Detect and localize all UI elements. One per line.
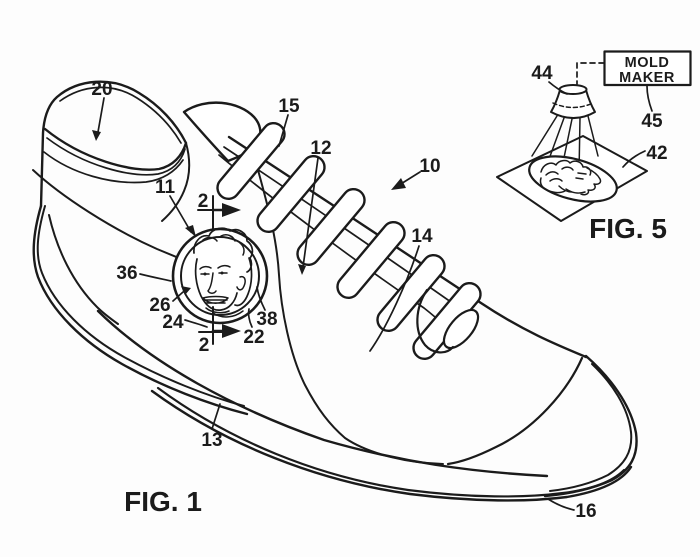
lace-loop-1 (216, 121, 286, 201)
leader-lines (97, 97, 575, 511)
medallion-inner-ring (180, 236, 260, 316)
lace-loop-4 (336, 220, 406, 300)
fig5-caption: FIG. 5 (589, 213, 667, 244)
ref-label-38: 38 (256, 309, 277, 330)
collar-outline (39, 80, 188, 208)
toe-silhouette (543, 354, 638, 498)
face-image-oval (528, 155, 618, 203)
fig5-leader-lines (548, 81, 653, 168)
section-arrow-top (222, 203, 241, 217)
heel-seams (36, 205, 245, 407)
medallion-outer-ring (171, 227, 269, 325)
ref-label-13: 13 (201, 430, 222, 451)
toe-cap-seam (446, 356, 584, 466)
section-label-bottom: 2 (199, 335, 210, 356)
mold-maker-label-line2: MAKER (619, 70, 675, 86)
mold-maker-box: MOLD MAKER (603, 50, 692, 87)
lace-keeper (442, 308, 480, 350)
fig1-caption: FIG. 1 (124, 486, 202, 517)
outsole-upper-line (156, 386, 626, 498)
ref-label-45: 45 (641, 111, 663, 132)
section-marker-top: 2 (197, 191, 241, 230)
heel-back-edge (32, 204, 249, 416)
mold-maker-label-line1: MOLD (625, 55, 670, 71)
lace-loop-3 (296, 187, 366, 267)
lace-end-loop (416, 288, 455, 354)
section-label-top: 2 (198, 191, 209, 212)
lace-loop-5 (376, 253, 446, 333)
ref-label-11: 11 (155, 177, 176, 198)
ref-label-42: 42 (646, 143, 667, 164)
lace-loops (216, 121, 482, 361)
face-sketch (539, 159, 602, 196)
medallion-face-outline (193, 227, 254, 311)
ref-label-24: 24 (162, 312, 184, 333)
midsole-line (96, 309, 549, 478)
fig5-mold-maker: MOLD MAKER 44 45 42 FIG. 5 (496, 50, 692, 244)
section-arrow-bottom (222, 324, 241, 338)
ref-label-44: 44 (531, 63, 553, 84)
scanner-cone (550, 84, 596, 119)
outsole-bottom-line (150, 389, 633, 502)
section-marker-bottom: 2 (198, 306, 241, 356)
mold-maker-box-frame (603, 50, 692, 87)
toe-bumper-line (549, 363, 633, 492)
left-eye-dot (203, 272, 207, 276)
ref-label-12: 12 (310, 138, 331, 159)
ref-label-14: 14 (411, 226, 433, 247)
ref-label-15: 15 (278, 96, 300, 117)
lace-loop-2 (256, 154, 326, 234)
scanner-cone-dashed-rim (552, 102, 594, 109)
ref-label-16: 16 (575, 501, 596, 522)
fig1-shoe: 2 2 20 15 12 10 14 11 36 26 24 22 38 13 … (32, 79, 638, 522)
ref-label-36: 36 (116, 263, 137, 284)
ref-label-10: 10 (419, 156, 440, 177)
ref-label-20: 20 (91, 79, 112, 100)
face-medallion (171, 227, 269, 325)
collar-detail-lines (43, 86, 186, 184)
ref-label-26: 26 (149, 295, 170, 316)
ref-label-22: 22 (243, 327, 264, 348)
right-eye-dot (220, 271, 224, 275)
mold-maker-connector (576, 62, 605, 85)
scan-rays (531, 115, 599, 178)
